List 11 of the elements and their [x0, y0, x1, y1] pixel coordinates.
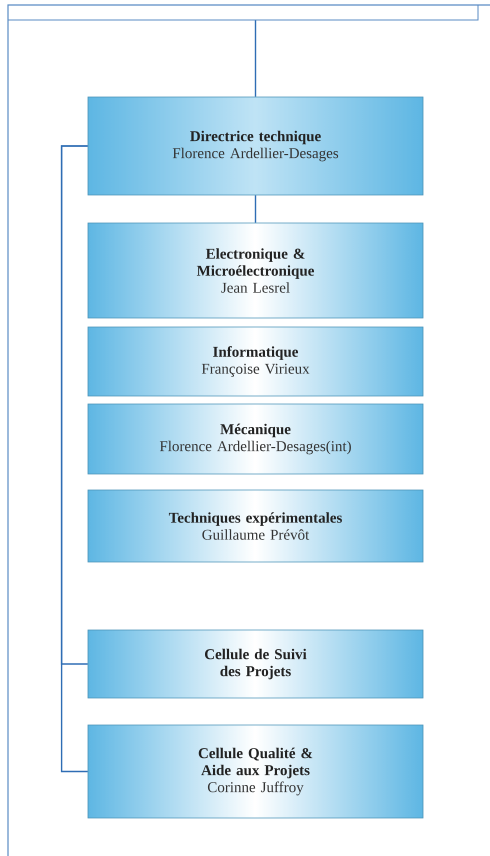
department-box: Techniques expérimentales Guillaume Prévôt	[88, 490, 424, 562]
department-box: Informatique Françoise Virieux	[88, 326, 424, 396]
connector-line	[254, 195, 256, 223]
header-band	[8, 4, 478, 20]
department-box: Cellule Qualité & Aide aux Projets Corinne Juffroy	[88, 724, 424, 818]
department-box: Cellule de Suivi des Projets	[88, 630, 424, 698]
department-box: Electronique & Microélectronique Jean Lesrel	[88, 222, 424, 318]
connector-line	[254, 20, 256, 97]
department-box: Mécanique Florence Ardellier-Desages(int)	[88, 404, 424, 474]
department-box: Directrice technique Florence Ardellier-Desages	[88, 96, 424, 196]
connector-line	[60, 145, 88, 772]
